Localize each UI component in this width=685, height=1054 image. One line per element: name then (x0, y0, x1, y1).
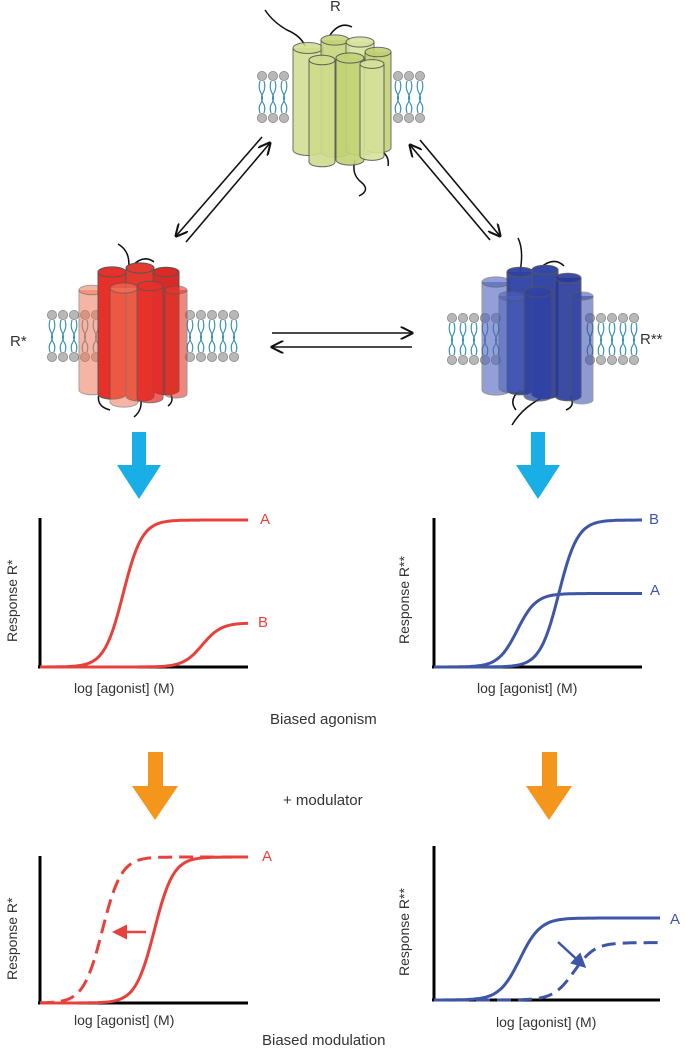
chart-top-left-label-b: B (258, 614, 269, 631)
chart-top-right-ylabel: Response R** (396, 556, 412, 644)
receptor-r-star (78, 243, 188, 418)
chart-top-right-xlabel: log [agonist] (M) (477, 680, 578, 696)
chart-bottom-left-axes (38, 856, 248, 1005)
modulator-arrow-right (526, 752, 572, 820)
chart-top-left-label-a: A (260, 511, 271, 528)
receptor-r-star-helix-6 (136, 280, 164, 404)
receptor-r-double-star-helix-7 (570, 291, 594, 405)
arrow-r-to-rstar (176, 136, 263, 236)
chart-top-right-label-b: B (649, 511, 660, 528)
chart-top-right-label-a: A (650, 582, 661, 599)
chart-3-series-2 (39, 855, 248, 1005)
chart-1-series-1 (40, 518, 248, 669)
receptor-r-helix-7 (359, 59, 385, 161)
flow-arrow-left (117, 432, 161, 499)
chart-2-series-2 (434, 592, 642, 669)
shift-arrow-blue (557, 941, 587, 969)
chart-bottom-right-xlabel: log [agonist] (M) (496, 1014, 597, 1030)
chart-bottom-right-label-a: A (670, 911, 681, 928)
chart-top-left-ylabel: Response R* (4, 559, 20, 643)
caption-biased-agonism: Biased agonism (270, 711, 377, 728)
chart-3-series-1 (40, 855, 248, 1005)
chart-top-left-axes (38, 518, 248, 669)
chart-bottom-left-ylabel: Response R* (4, 897, 20, 981)
arrow-r-to-rdd (419, 139, 500, 236)
modulator-arrow-left (132, 752, 178, 820)
arrow-rdd-to-r (410, 145, 491, 241)
receptor-r-double-star-helix-5 (498, 290, 526, 394)
caption-modulator: + modulator (283, 792, 363, 809)
chart-4-series-1 (434, 916, 660, 1002)
label-r-star: R* (10, 333, 27, 350)
receptor-r-double-star-helix-6 (523, 286, 553, 402)
arrow-rstar-to-r (185, 143, 270, 243)
membrane-rstar-right (184, 309, 239, 362)
membrane-r-right (392, 71, 425, 124)
caption-biased-modulation: Biased modulation (262, 1032, 386, 1049)
receptor-r-helix-5 (308, 54, 336, 168)
chart-bottom-left-xlabel: log [agonist] (M) (74, 1012, 175, 1028)
chart-1-series-2 (40, 621, 249, 669)
chart-top-left-xlabel: log [agonist] (M) (74, 680, 175, 696)
receptor-r-star-helix-7 (164, 285, 188, 399)
chart-bottom-left-label-a: A (262, 848, 273, 865)
chart-4-series-2 (434, 941, 660, 1002)
receptor-r-inactive (264, 9, 392, 197)
receptor-r-star-helix-5 (109, 282, 139, 408)
flow-arrow-right (516, 432, 560, 499)
membrane-r-left (256, 71, 289, 124)
chart-bottom-right-ylabel: Response R** (396, 888, 412, 976)
receptor-r-helix-6 (335, 52, 365, 166)
receptor-r-double-star (481, 237, 594, 426)
label-r-double-star: R** (640, 331, 663, 348)
equilibrium-arrows (176, 136, 500, 347)
label-r: R (330, 0, 341, 15)
